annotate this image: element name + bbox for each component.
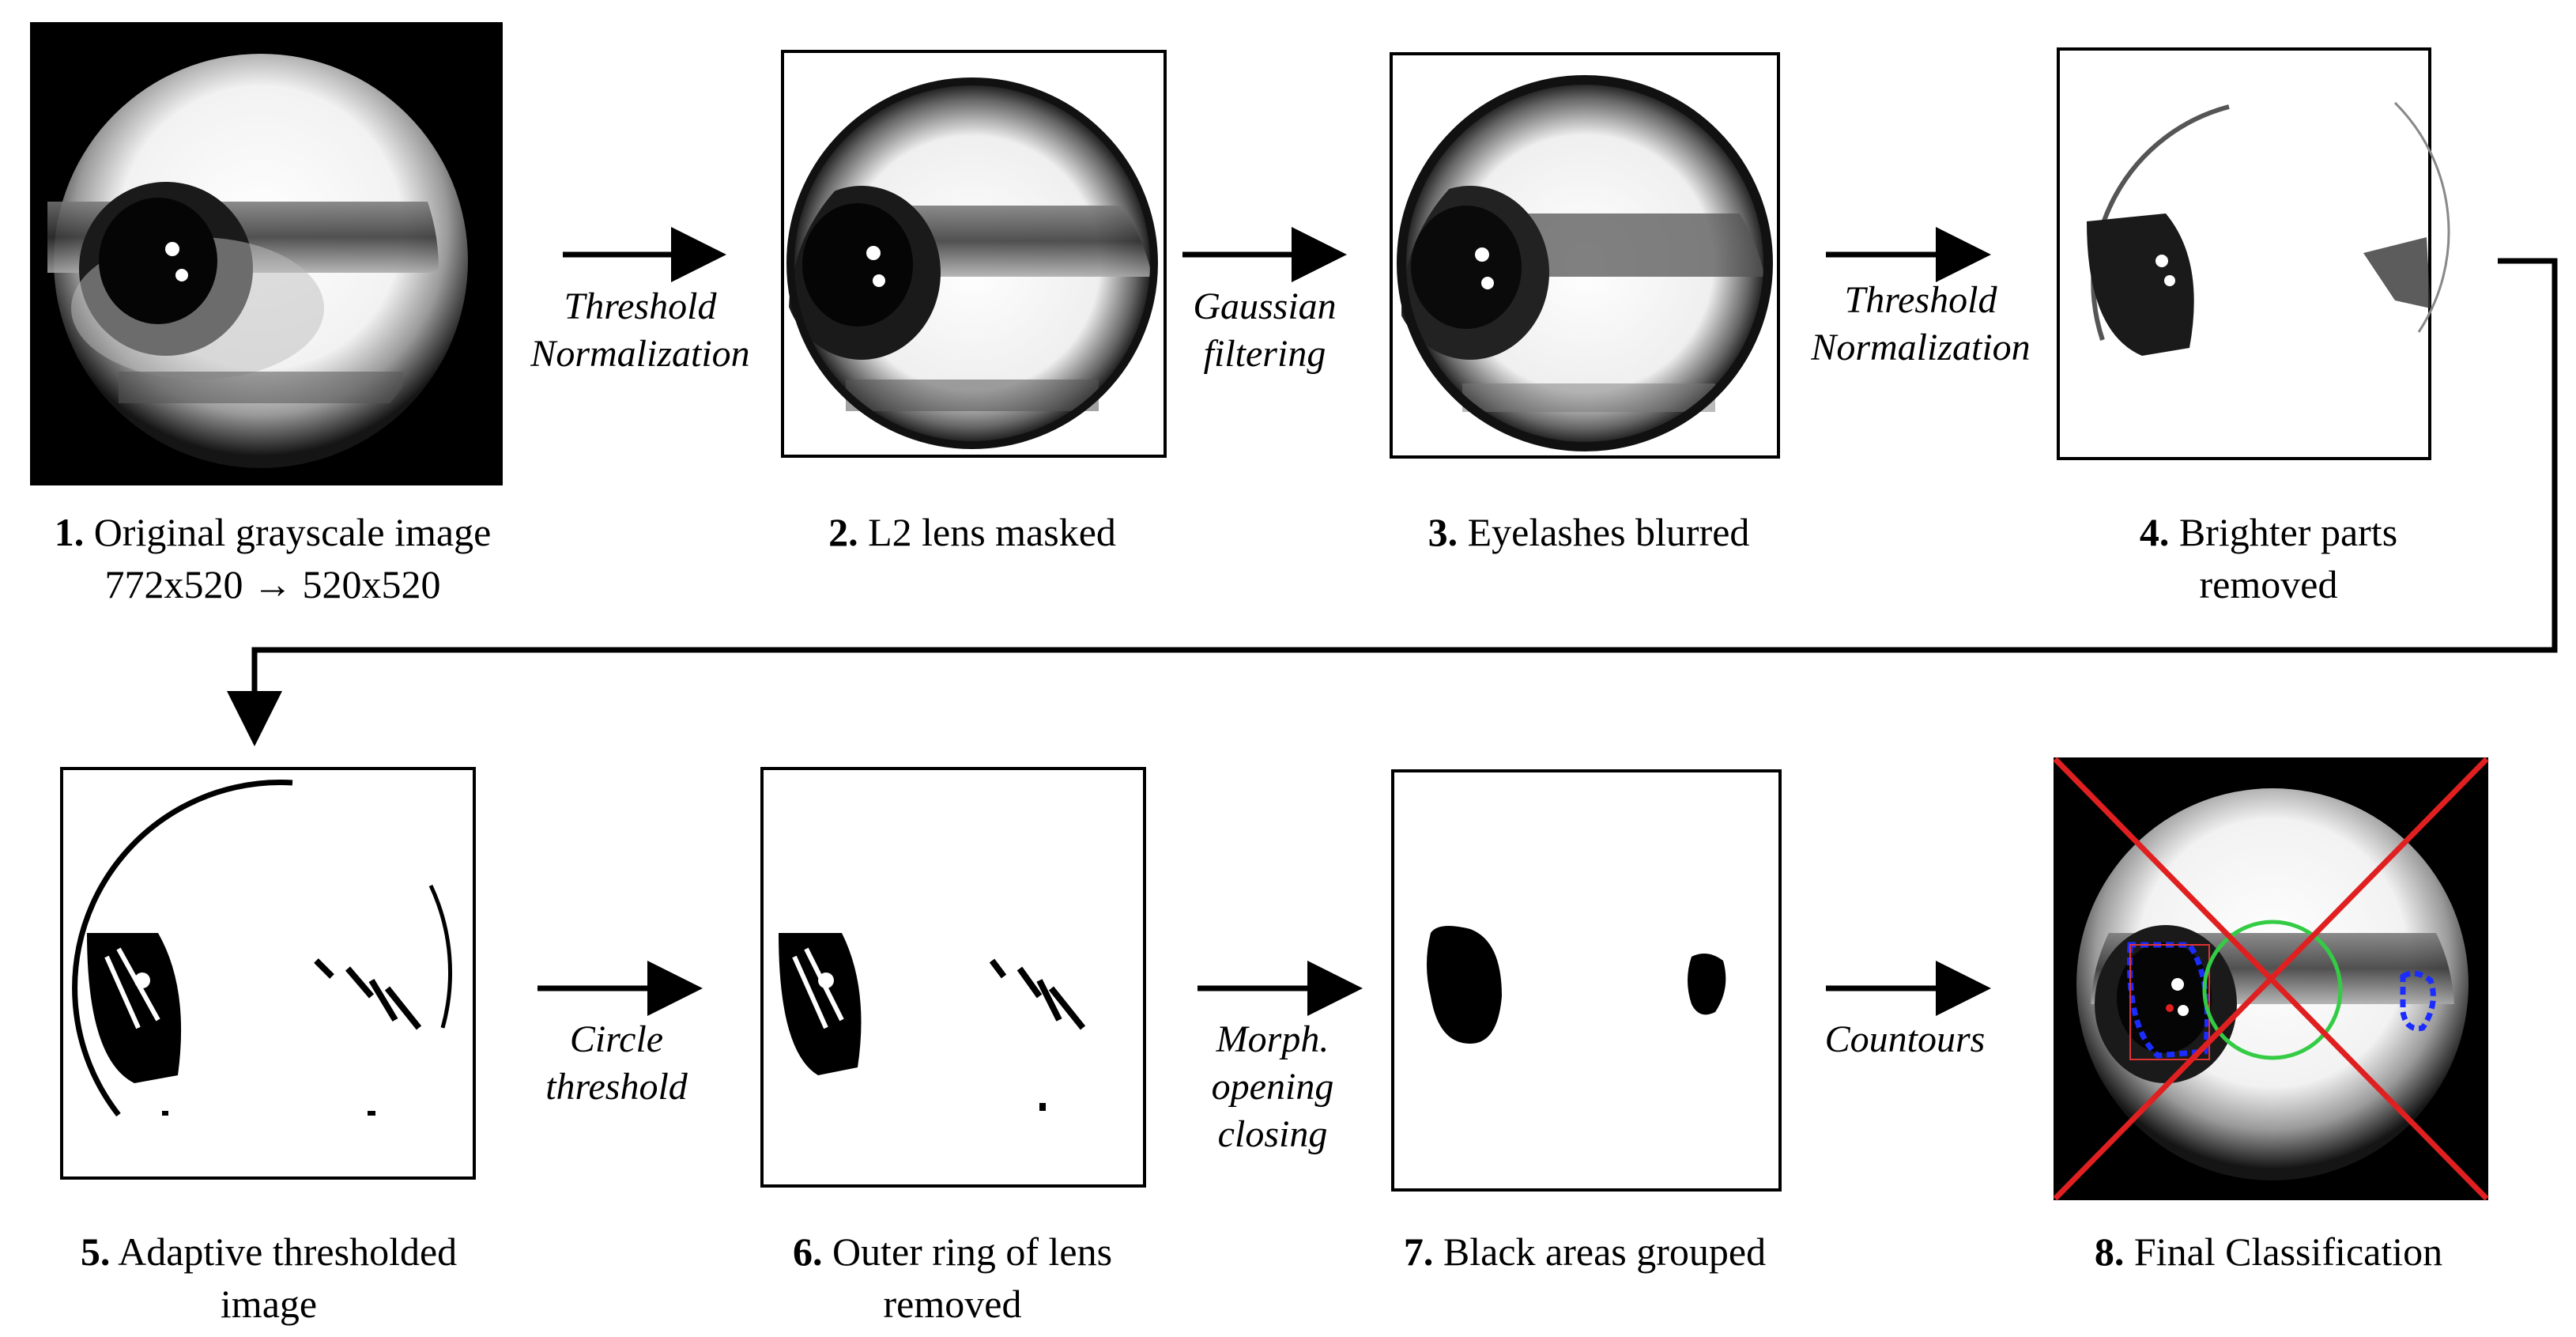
arrow-label-5-line-2: opening [1211, 1066, 1334, 1108]
arrow-label-2: Gaussian filtering [1138, 283, 1391, 378]
step-3-line-1: Eyelashes blurred [1467, 510, 1750, 554]
step-1-line-1: Original grayscale image [93, 510, 492, 554]
step-4-number: 4. [2139, 510, 2170, 554]
step-5-line-2: image [220, 1282, 318, 1326]
arrow-label-5: Morph. opening closing [1154, 1016, 1391, 1158]
arrow-label-1: Threshold Normalization [506, 283, 775, 378]
step-4-line-2: removed [2199, 562, 2338, 606]
caption-step-8: 8. Final Classification [2023, 1226, 2514, 1278]
arrow-label-5-line-3: closing [1217, 1113, 1328, 1155]
step-3-number: 3. [1428, 510, 1458, 554]
arrow-label-3-line-2: Normalization [1811, 327, 2031, 368]
step-8-line-1: Final Classification [2133, 1229, 2443, 1274]
caption-step-3: 3. Eyelashes blurred [1360, 506, 1818, 558]
arrow-label-6-line-1: Countours [1824, 1018, 1986, 1060]
step-6-number: 6. [792, 1229, 823, 1274]
caption-step-4: 4. Brighter parts removed [2039, 506, 2498, 610]
panel-brighter-removed [2057, 47, 2450, 460]
caption-step-1: 1. Original grayscale image 772x520 → 52… [0, 506, 545, 610]
panel-adaptive-threshold [60, 767, 476, 1180]
step-8-number: 8. [2094, 1229, 2125, 1274]
step-2-number: 2. [828, 510, 858, 554]
step-5-line-1: Adaptive thresholded [118, 1229, 458, 1274]
arrow-label-4-line-2: threshold [545, 1066, 688, 1108]
panel-black-areas-grouped [1391, 769, 1782, 1192]
step-1-line-2: 772x520 → 520x520 [104, 562, 441, 606]
caption-step-6: 6. Outer ring of lens removed [711, 1226, 1194, 1330]
panel-final-classification [2053, 757, 2489, 1201]
step-2-line-1: L2 lens masked [868, 510, 1116, 554]
step-6-line-1: Outer ring of lens [832, 1229, 1113, 1274]
caption-step-5: 5. Adaptive thresholded image [16, 1226, 522, 1330]
arrow-label-1-line-1: Threshold [564, 285, 717, 327]
connector-row1-to-row2 [227, 258, 2558, 746]
caption-step-7: 7. Black areas grouped [1344, 1226, 1826, 1278]
arrow-label-4-line-1: Circle [569, 1018, 664, 1060]
arrow-label-6: Countours [1786, 1016, 2023, 1063]
panel-original-image [30, 22, 503, 485]
step-5-number: 5. [80, 1229, 111, 1274]
arrow-label-5-line-1: Morph. [1216, 1018, 1329, 1060]
arrow-label-2-line-1: Gaussian [1193, 285, 1337, 327]
step-1-number: 1. [54, 510, 85, 554]
panel-lens-masked [781, 50, 1167, 458]
arrow-label-3: Threshold Normalization [1786, 277, 2055, 372]
step-7-number: 7. [1403, 1229, 1434, 1274]
panel-eyelashes-blurred [1390, 52, 1780, 459]
step-7-line-1: Black areas grouped [1443, 1229, 1767, 1274]
step-6-line-2: removed [883, 1282, 1022, 1326]
arrow-label-2-line-2: filtering [1203, 333, 1326, 375]
arrow-label-1-line-2: Normalization [530, 333, 750, 375]
arrow-label-4: Circle threshold [498, 1016, 735, 1111]
caption-step-2: 2. L2 lens masked [743, 506, 1201, 558]
panel-outer-ring-removed [760, 767, 1146, 1188]
step-4-line-1: Brighter parts [2178, 510, 2398, 554]
arrow-label-3-line-1: Threshold [1844, 279, 1997, 321]
